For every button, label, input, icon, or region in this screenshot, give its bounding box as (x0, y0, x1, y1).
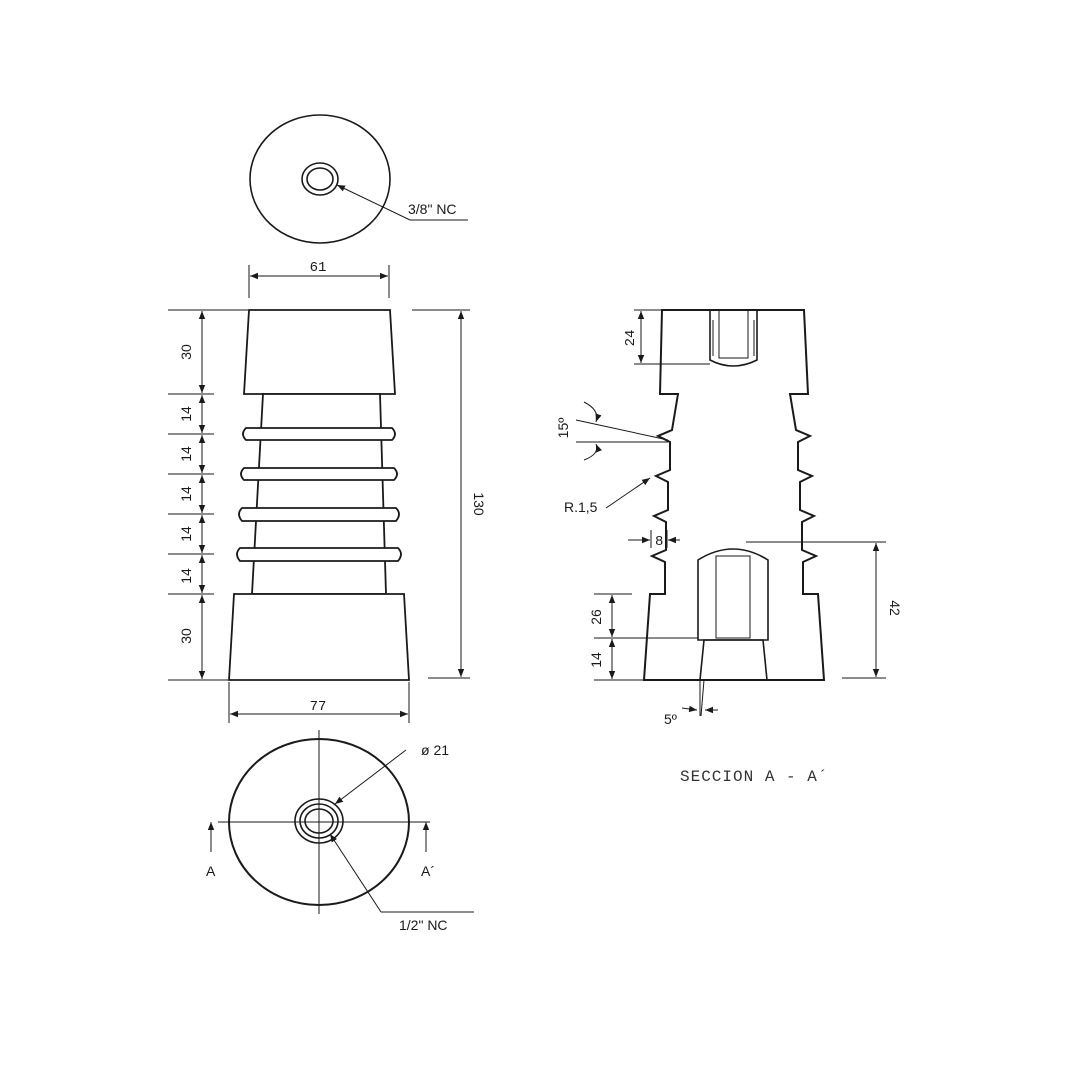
shed (238, 507, 400, 522)
section-view: 24 15º R.1,5 8 42 26 14 5º (555, 309, 903, 786)
top-thread-label: 3/8" NC (408, 201, 457, 217)
metal-insert (697, 548, 769, 641)
top-bore-thread (718, 309, 749, 359)
dim-bottom-width-label: 77 (310, 699, 327, 715)
radius-label: R.1,5 (564, 499, 598, 515)
shed (236, 547, 402, 562)
top-bore (709, 309, 758, 367)
top-view: 3/8" NC (249, 114, 468, 244)
bottom-view: ø 21 1/2" NC A A´ (206, 730, 474, 933)
angle-15-label: 15º (555, 418, 571, 439)
dim-top-width-label: 61 (310, 260, 327, 276)
top-view-outline (249, 114, 391, 244)
section-title: SECCION A - A´ (680, 768, 828, 786)
section-body (642, 309, 826, 681)
section-label-left: A (206, 863, 216, 879)
bottom-thread-leader (329, 833, 382, 913)
dim-lower-label: 14 (588, 652, 604, 668)
dim-seg-bottom-label: 30 (178, 628, 194, 644)
shed (240, 467, 398, 481)
dim-top-bore-label: 24 (623, 330, 639, 347)
angle-5-label: 5º (664, 711, 677, 727)
dim-seg-top-label: 30 (178, 344, 194, 360)
dim-seg-4-label: 14 (178, 526, 194, 542)
top-thread-leader (336, 184, 411, 221)
radius-leader (605, 477, 651, 509)
bottom-thread-outer (294, 798, 344, 844)
bottom-thread-inner (304, 808, 334, 834)
angle-arrow (583, 401, 602, 423)
angle-line (700, 679, 705, 717)
dim-seg-2-label: 14 (178, 446, 194, 462)
angle-line (575, 419, 669, 441)
top-cap (243, 309, 396, 395)
dim-total-height-label: 130 (471, 492, 487, 516)
core (251, 393, 387, 595)
front-view: 61 30 14 14 14 14 14 30 (168, 260, 487, 723)
bottom-thread-label: 1/2" NC (399, 917, 448, 933)
lower-bore (699, 639, 768, 681)
diameter-label: ø 21 (421, 742, 449, 758)
dim-seg-5-label: 14 (178, 568, 194, 584)
angle-arrow (681, 705, 698, 713)
diameter-leader (334, 749, 407, 805)
dim-seg-1-label: 14 (178, 406, 194, 422)
section-label-right: A´ (421, 863, 435, 879)
angle-arrow (583, 443, 602, 461)
insert-bore (715, 555, 751, 639)
dim-groove-label: 8 (655, 534, 663, 550)
top-thread-outer (301, 162, 339, 196)
shed (242, 427, 396, 441)
dim-bore-depth-label: 42 (887, 600, 903, 616)
bottom-thread-mid (299, 803, 339, 839)
dim-seg-3-label: 14 (178, 486, 194, 502)
base (228, 593, 410, 681)
dim-insert-label: 26 (588, 609, 604, 625)
top-thread-inner (306, 167, 334, 191)
